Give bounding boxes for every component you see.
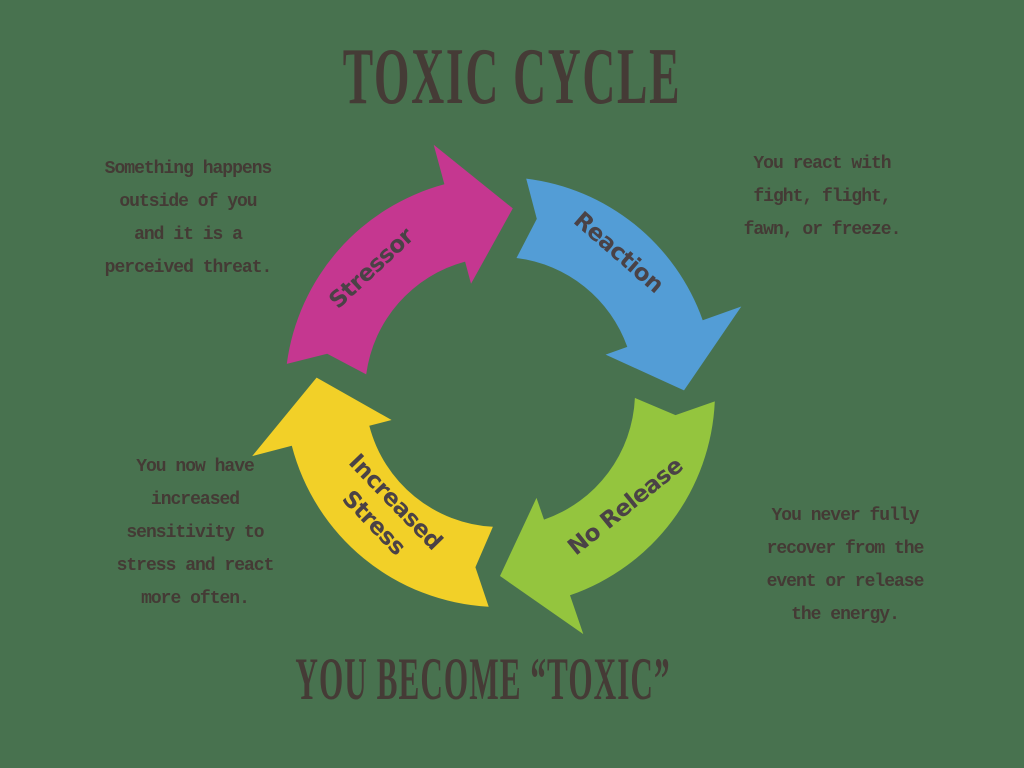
arrow-no-release <box>500 397 715 635</box>
annotation-reaction: You react with fight, flight, fawn, or f… <box>743 154 902 240</box>
annotation-no-release: You never fully recover from the event o… <box>766 506 925 625</box>
page-subtitle: YOU BECOME “TOXIC” <box>295 646 671 712</box>
arrow-increased-stress <box>252 377 493 607</box>
arrow-stressor <box>286 144 513 375</box>
page-title: TOXIC CYCLE <box>342 33 682 121</box>
annotation-increased-stress: You now have increased sensitivity to st… <box>116 457 275 609</box>
arrow-reaction <box>516 178 742 391</box>
annotation-stressor: Something happens outside of you and it … <box>104 159 273 278</box>
